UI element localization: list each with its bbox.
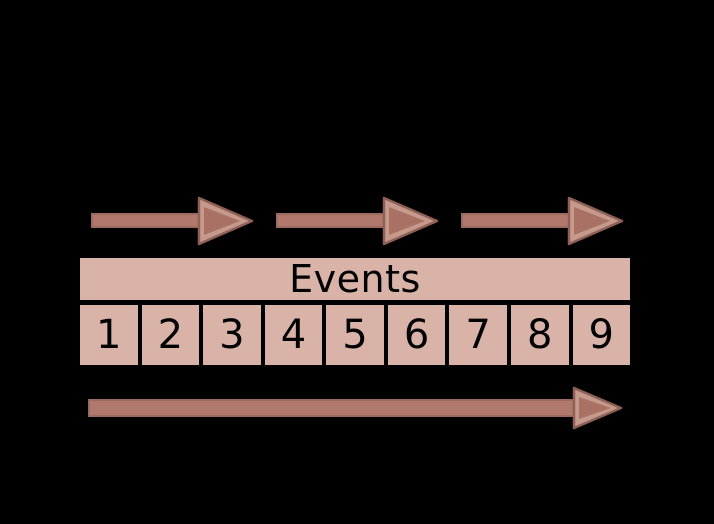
step-arrow-1-right-arrow-icon <box>91 196 254 246</box>
event-cell-4: 4 <box>264 305 323 365</box>
arrow-shaft <box>88 399 582 417</box>
event-cell-8: 8 <box>510 305 569 365</box>
step-arrow-3-right-arrow-icon <box>461 196 624 246</box>
arrow-head-bevel <box>574 207 610 235</box>
event-cell-1: 1 <box>80 305 138 365</box>
event-cell-5: 5 <box>326 305 384 365</box>
arrow-shaft <box>276 213 392 228</box>
event-cell-3: 3 <box>203 305 261 365</box>
event-cell-9: 9 <box>572 305 631 365</box>
arrow-shaft <box>461 213 577 228</box>
timeline-right-arrow-icon <box>88 386 623 430</box>
events-table-header: Events <box>80 258 630 300</box>
step-arrow-2-right-arrow-icon <box>276 196 439 246</box>
arrow-shaft <box>91 213 207 228</box>
event-cell-2: 2 <box>141 305 200 365</box>
event-cell-7: 7 <box>449 305 507 365</box>
event-cell-6: 6 <box>387 305 446 365</box>
arrow-head-bevel <box>204 207 240 235</box>
arrow-head-bevel <box>579 397 611 419</box>
events-table: Events 1 2 3 4 5 6 7 8 9 <box>80 258 631 365</box>
arrow-head-bevel <box>389 207 425 235</box>
events-table-row: 1 2 3 4 5 6 7 8 9 <box>80 305 631 365</box>
